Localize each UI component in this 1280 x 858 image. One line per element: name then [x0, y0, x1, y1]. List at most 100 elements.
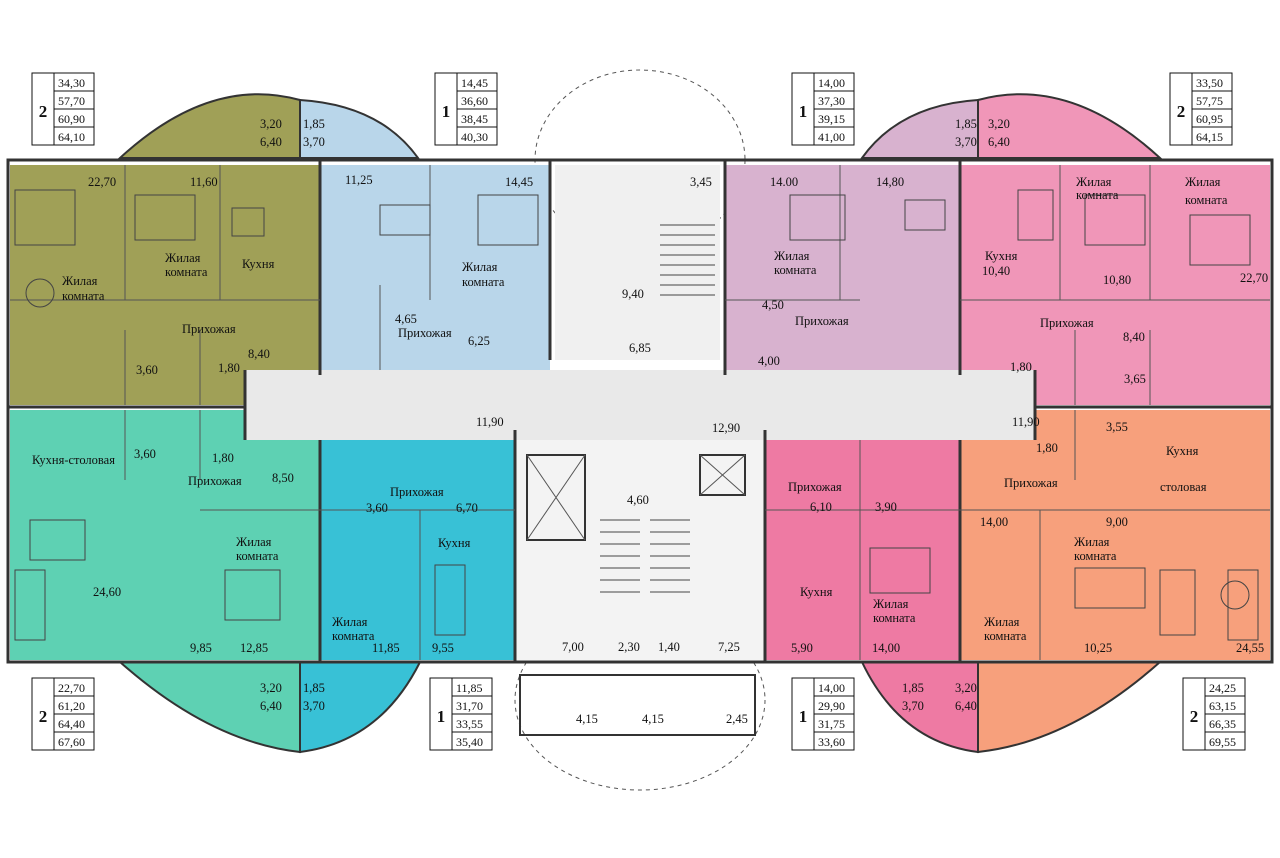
room-area: 10,80 [1103, 273, 1131, 287]
balcony-area-total: 6,40 [260, 135, 282, 149]
room-area: 22,70 [88, 175, 116, 189]
area-value: 60,90 [58, 112, 85, 126]
room-area: 3,60 [134, 447, 156, 461]
balcony-area: 3,20 [955, 681, 977, 695]
room-area: 24,60 [93, 585, 121, 599]
room-name: Жилая [1185, 175, 1221, 189]
elevator-left [526, 454, 586, 541]
room-area: 4,50 [762, 298, 784, 312]
area-value: 24,25 [1209, 681, 1236, 695]
room-name: комната [984, 629, 1027, 643]
balcony-labels: 3,20 6,40 1,85 3,70 1,85 3,70 3,20 6,40 3,20 6,40… [260, 117, 1010, 713]
balcony-area: 1,85 [955, 117, 977, 131]
room-area: 4,00 [758, 354, 780, 368]
area-value: 29,90 [818, 699, 845, 713]
balcony-area: 1,85 [303, 117, 325, 131]
room-area: 1,80 [212, 451, 234, 465]
furniture [14, 189, 1259, 641]
entry-area: 2,30 [618, 640, 640, 654]
apt-top-center-left [320, 165, 550, 370]
balcony-area: 1,85 [303, 681, 325, 695]
room-name: комната [774, 263, 817, 277]
room-name: Кухня-столовая [32, 453, 115, 467]
hall-left-area: 11,90 [476, 415, 504, 429]
room-name: комната [332, 629, 375, 643]
stairwell-top [555, 165, 720, 360]
balcony-area-total: 3,70 [955, 135, 977, 149]
landing-area: 6,85 [629, 341, 651, 355]
room-count: 2 [1177, 102, 1186, 121]
room-area: 10,40 [982, 264, 1010, 278]
area-value: 57,75 [1196, 94, 1223, 108]
apt-top-right [960, 165, 1270, 405]
room-area: 5,90 [791, 641, 813, 655]
room-area: 11,60 [190, 175, 218, 189]
balcony-area-total: 6,40 [988, 135, 1010, 149]
bulge-top-left-b [299, 98, 420, 159]
area-value: 37,30 [818, 94, 845, 108]
room-area: 12,85 [240, 641, 268, 655]
balcony-area-total: 3,70 [902, 699, 924, 713]
stairwell-bottom [515, 440, 765, 660]
room-area: 14,00 [872, 641, 900, 655]
bulge-bottom-right-b [977, 661, 1163, 754]
room-count: 1 [799, 102, 808, 121]
stair-top-treads [660, 224, 715, 296]
balcony-area: 3,20 [260, 117, 282, 131]
balcony-area-total: 6,40 [260, 699, 282, 713]
area-value: 31,75 [818, 717, 845, 731]
area-value: 36,60 [461, 94, 488, 108]
area-value: 38,45 [461, 112, 488, 126]
room-count: 2 [1190, 707, 1199, 726]
room-name: Кухня [438, 536, 471, 550]
area-value: 64,10 [58, 130, 85, 144]
room-area: 10,25 [1084, 641, 1112, 655]
apt-top-center-right [725, 165, 960, 370]
room-count: 1 [437, 707, 446, 726]
room-name: Жилая [984, 615, 1020, 629]
room-name: Жилая [1076, 175, 1112, 189]
area-value: 67,60 [58, 735, 85, 749]
room-count: 1 [442, 102, 451, 121]
room-area: 6,70 [456, 501, 478, 515]
stair-top-area: 3,45 [690, 175, 712, 189]
room-name: Прихожая [1040, 316, 1094, 330]
area-value: 39,15 [818, 112, 845, 126]
room-name: Прихожая [390, 485, 444, 499]
area-value: 60,95 [1196, 112, 1223, 126]
room-area: 9,85 [190, 641, 212, 655]
porch-area: 4,15 [576, 712, 598, 726]
area-value: 14,45 [461, 76, 488, 90]
room-name: Прихожая [188, 474, 242, 488]
balcony-area-total: 6,40 [955, 699, 977, 713]
porch-area: 2,45 [726, 712, 748, 726]
room-name: Кухня [1166, 444, 1199, 458]
room-name: Жилая [165, 251, 201, 265]
room-name: Прихожая [795, 314, 849, 328]
room-area: 3,65 [1124, 372, 1146, 386]
room-area: 3,60 [366, 501, 388, 515]
corridor [245, 370, 1035, 440]
room-name: Кухня [985, 249, 1018, 263]
area-value: 22,70 [58, 681, 85, 695]
room-area: 14,80 [876, 175, 904, 189]
area-value: 33,55 [456, 717, 483, 731]
area-value: 14,00 [818, 681, 845, 695]
balcony-area: 3,20 [988, 117, 1010, 131]
bulge-bottom-left [117, 661, 301, 754]
room-area: 4,65 [395, 312, 417, 326]
hall-center-area: 12,90 [712, 421, 740, 435]
area-value: 41,00 [818, 130, 845, 144]
bulge-top-right-b [977, 93, 1163, 159]
room-name: столовая [1160, 480, 1207, 494]
room-name: Жилая [1074, 535, 1110, 549]
lift-lobby-area: 4,60 [627, 493, 649, 507]
entry-area: 7,00 [562, 640, 584, 654]
